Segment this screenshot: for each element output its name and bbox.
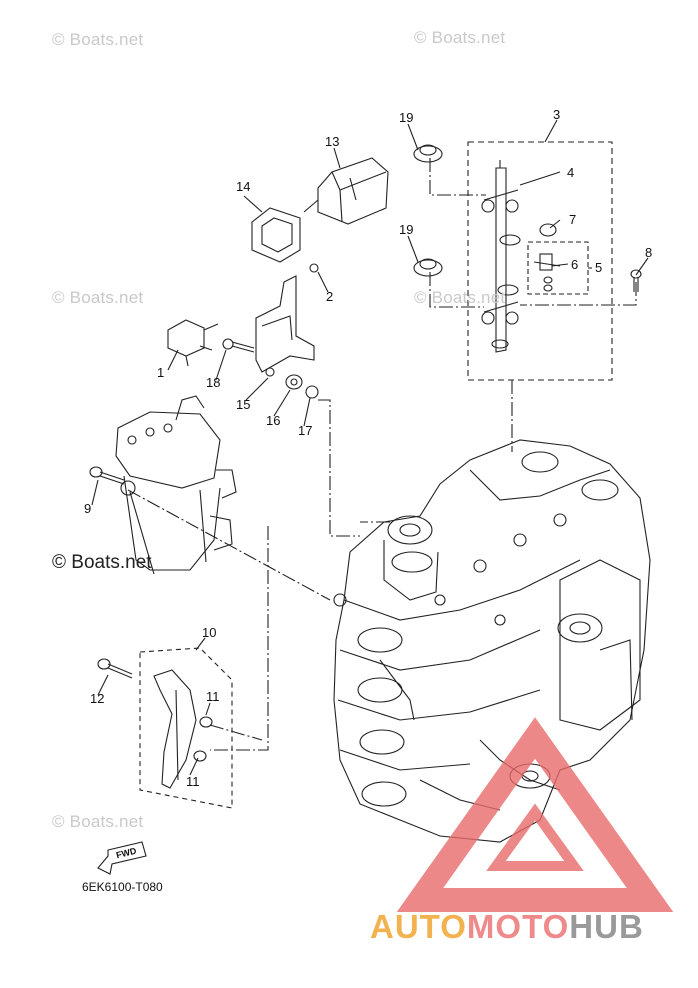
canister-13: [303, 157, 389, 225]
callout-7: 7: [569, 212, 577, 227]
callout-14: 14: [236, 179, 251, 194]
callout-11b: 11: [186, 774, 200, 789]
watermark-mid-left: © Boats.net: [52, 288, 144, 307]
clip-19-bottom: [413, 258, 443, 277]
automotohub-logo-icon: [396, 717, 674, 912]
callout-12: 12: [90, 691, 105, 706]
bracket-10: [153, 669, 197, 789]
brand-wordmark: AUTOMOTOHUB: [370, 908, 644, 946]
callout-2: 2: [326, 289, 334, 304]
bolt-18: [222, 338, 255, 353]
callout-9: 9: [84, 501, 92, 516]
brand-part-auto: AUTO: [370, 908, 467, 945]
collar-11-top: [199, 716, 213, 728]
fuel-rail-4: [481, 160, 521, 353]
callout-8: 8: [645, 245, 653, 260]
watermark-mid-right: © Boats.net: [414, 288, 506, 307]
bolt-12: [97, 658, 133, 679]
nut-2: [309, 263, 319, 273]
callout-5: 5: [595, 260, 603, 275]
callout-19b: 19: [399, 222, 414, 237]
callout-18: 18: [206, 375, 221, 390]
injector-6: [533, 253, 561, 292]
collar-17: [305, 385, 319, 399]
callout-13: 13: [325, 134, 340, 149]
solenoid-1: [167, 319, 219, 367]
cap-7: [539, 223, 557, 237]
watermark-top-right: © Boats.net: [414, 28, 506, 47]
callout-15: 15: [236, 397, 251, 412]
watermark-dark-left: © Boats.net: [52, 552, 152, 573]
fwd-arrow-icon: [97, 841, 147, 875]
callout-17: 17: [298, 423, 313, 438]
bolt-9: [89, 466, 125, 485]
collar-11-bottom: [193, 750, 207, 762]
callout-1: 1: [157, 365, 165, 380]
dashed-box-3: [467, 141, 613, 381]
callout-4: 4: [567, 165, 575, 180]
diagram-code: 6EK6100-T080: [82, 880, 163, 894]
brand-part-hub: HUB: [569, 908, 644, 945]
dashed-box-5: [527, 241, 589, 295]
watermark-top-left: © Boats.net: [52, 30, 144, 49]
vapor-separator: [115, 395, 237, 575]
callout-10: 10: [202, 625, 217, 640]
grommet-16: [285, 374, 303, 390]
callout-19a: 19: [399, 110, 414, 125]
clip-19-top: [413, 144, 443, 163]
bracket-15: [255, 275, 315, 377]
engine-block: [333, 439, 651, 843]
callout-11a: 11: [206, 689, 220, 704]
watermark-bottom-left: © Boats.net: [52, 812, 144, 831]
bolt-8: [630, 269, 642, 292]
callout-3: 3: [553, 107, 561, 122]
brand-part-moto: MOTO: [466, 908, 570, 945]
callout-6: 6: [571, 257, 579, 272]
holder-14: [251, 207, 301, 263]
callout-16: 16: [266, 413, 281, 428]
